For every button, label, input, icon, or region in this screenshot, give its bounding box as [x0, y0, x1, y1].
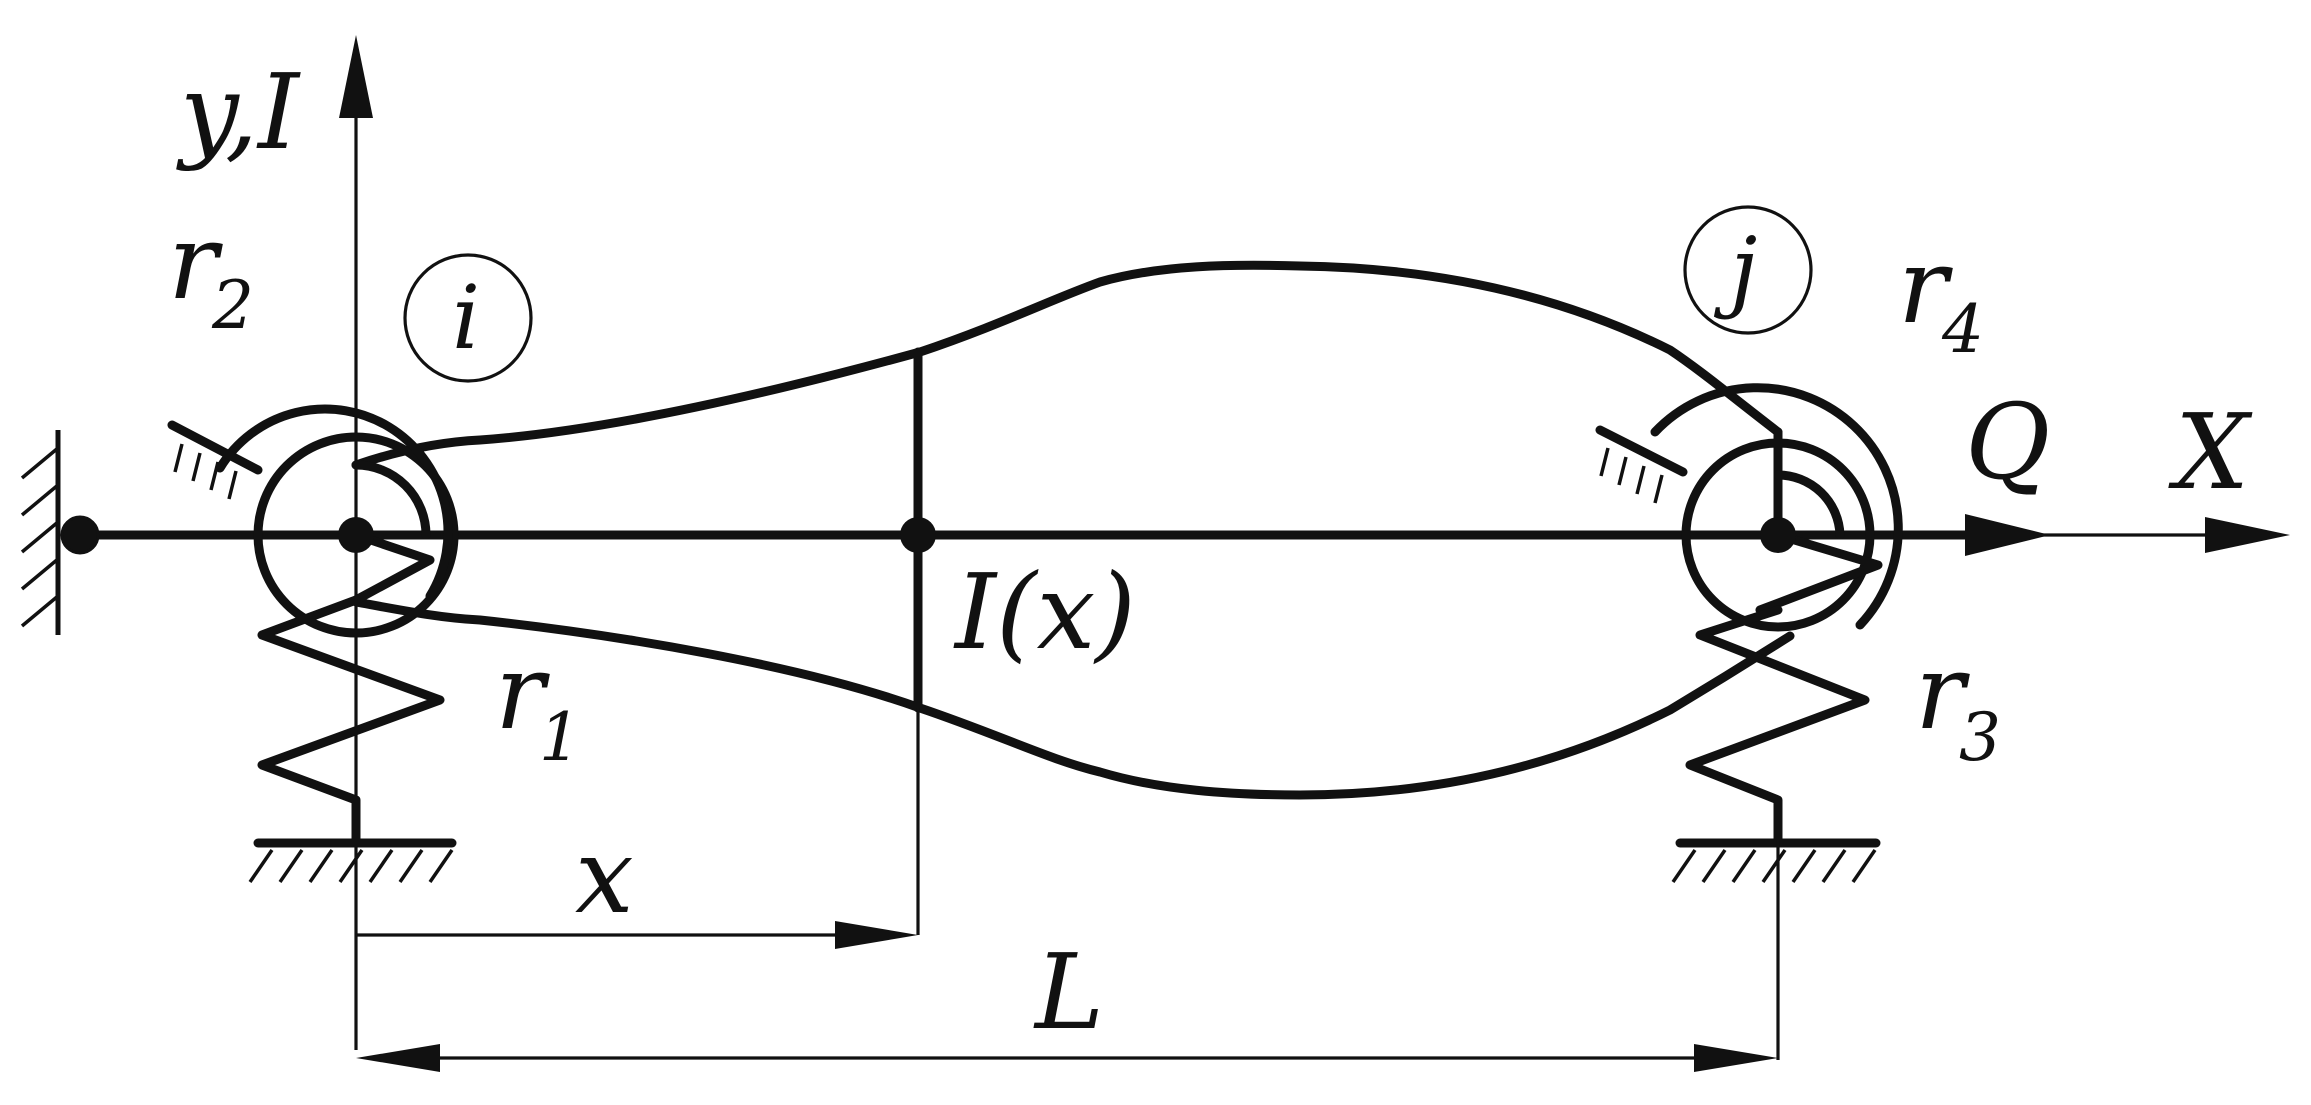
r4-sub: 4: [1941, 291, 1984, 368]
node-i-circle: [403, 253, 533, 383]
node-j-circle: [1683, 205, 1813, 335]
dimension-L: [356, 1044, 1778, 1072]
r3-sub: 3: [1959, 699, 2001, 776]
wall-hinge-dot: [60, 515, 100, 555]
node-j-assembly: [1595, 383, 1903, 1060]
load-q-label: Q: [1965, 381, 2050, 503]
load-q-arrow: [1965, 514, 2050, 556]
r4-base: r: [1898, 225, 1953, 347]
node-j-dot: [1760, 517, 1796, 553]
left-wall-support: [20, 430, 61, 635]
y-axis-label: y,I: [176, 51, 301, 173]
beam-axis: [75, 514, 2050, 556]
node-i-label: i: [452, 266, 480, 369]
dimension-x-label: x: [575, 815, 634, 937]
r1-sub: 1: [539, 699, 581, 776]
node-i-assembly: [167, 404, 459, 883]
r3-base: r: [1915, 631, 1970, 753]
r2-base: r: [168, 201, 223, 323]
section-label: I(x): [953, 551, 1136, 673]
dimension-x: [356, 921, 918, 949]
r1-base: r: [495, 631, 550, 753]
node-j-label: j: [1713, 218, 1757, 321]
y-axis: [339, 35, 373, 1050]
dimension-L-label: L: [1033, 931, 1104, 1053]
r2-sub: 2: [211, 267, 254, 344]
node-i-dot: [338, 517, 374, 553]
x-axis-label: X: [2168, 391, 2253, 513]
section-dot: [900, 517, 936, 553]
